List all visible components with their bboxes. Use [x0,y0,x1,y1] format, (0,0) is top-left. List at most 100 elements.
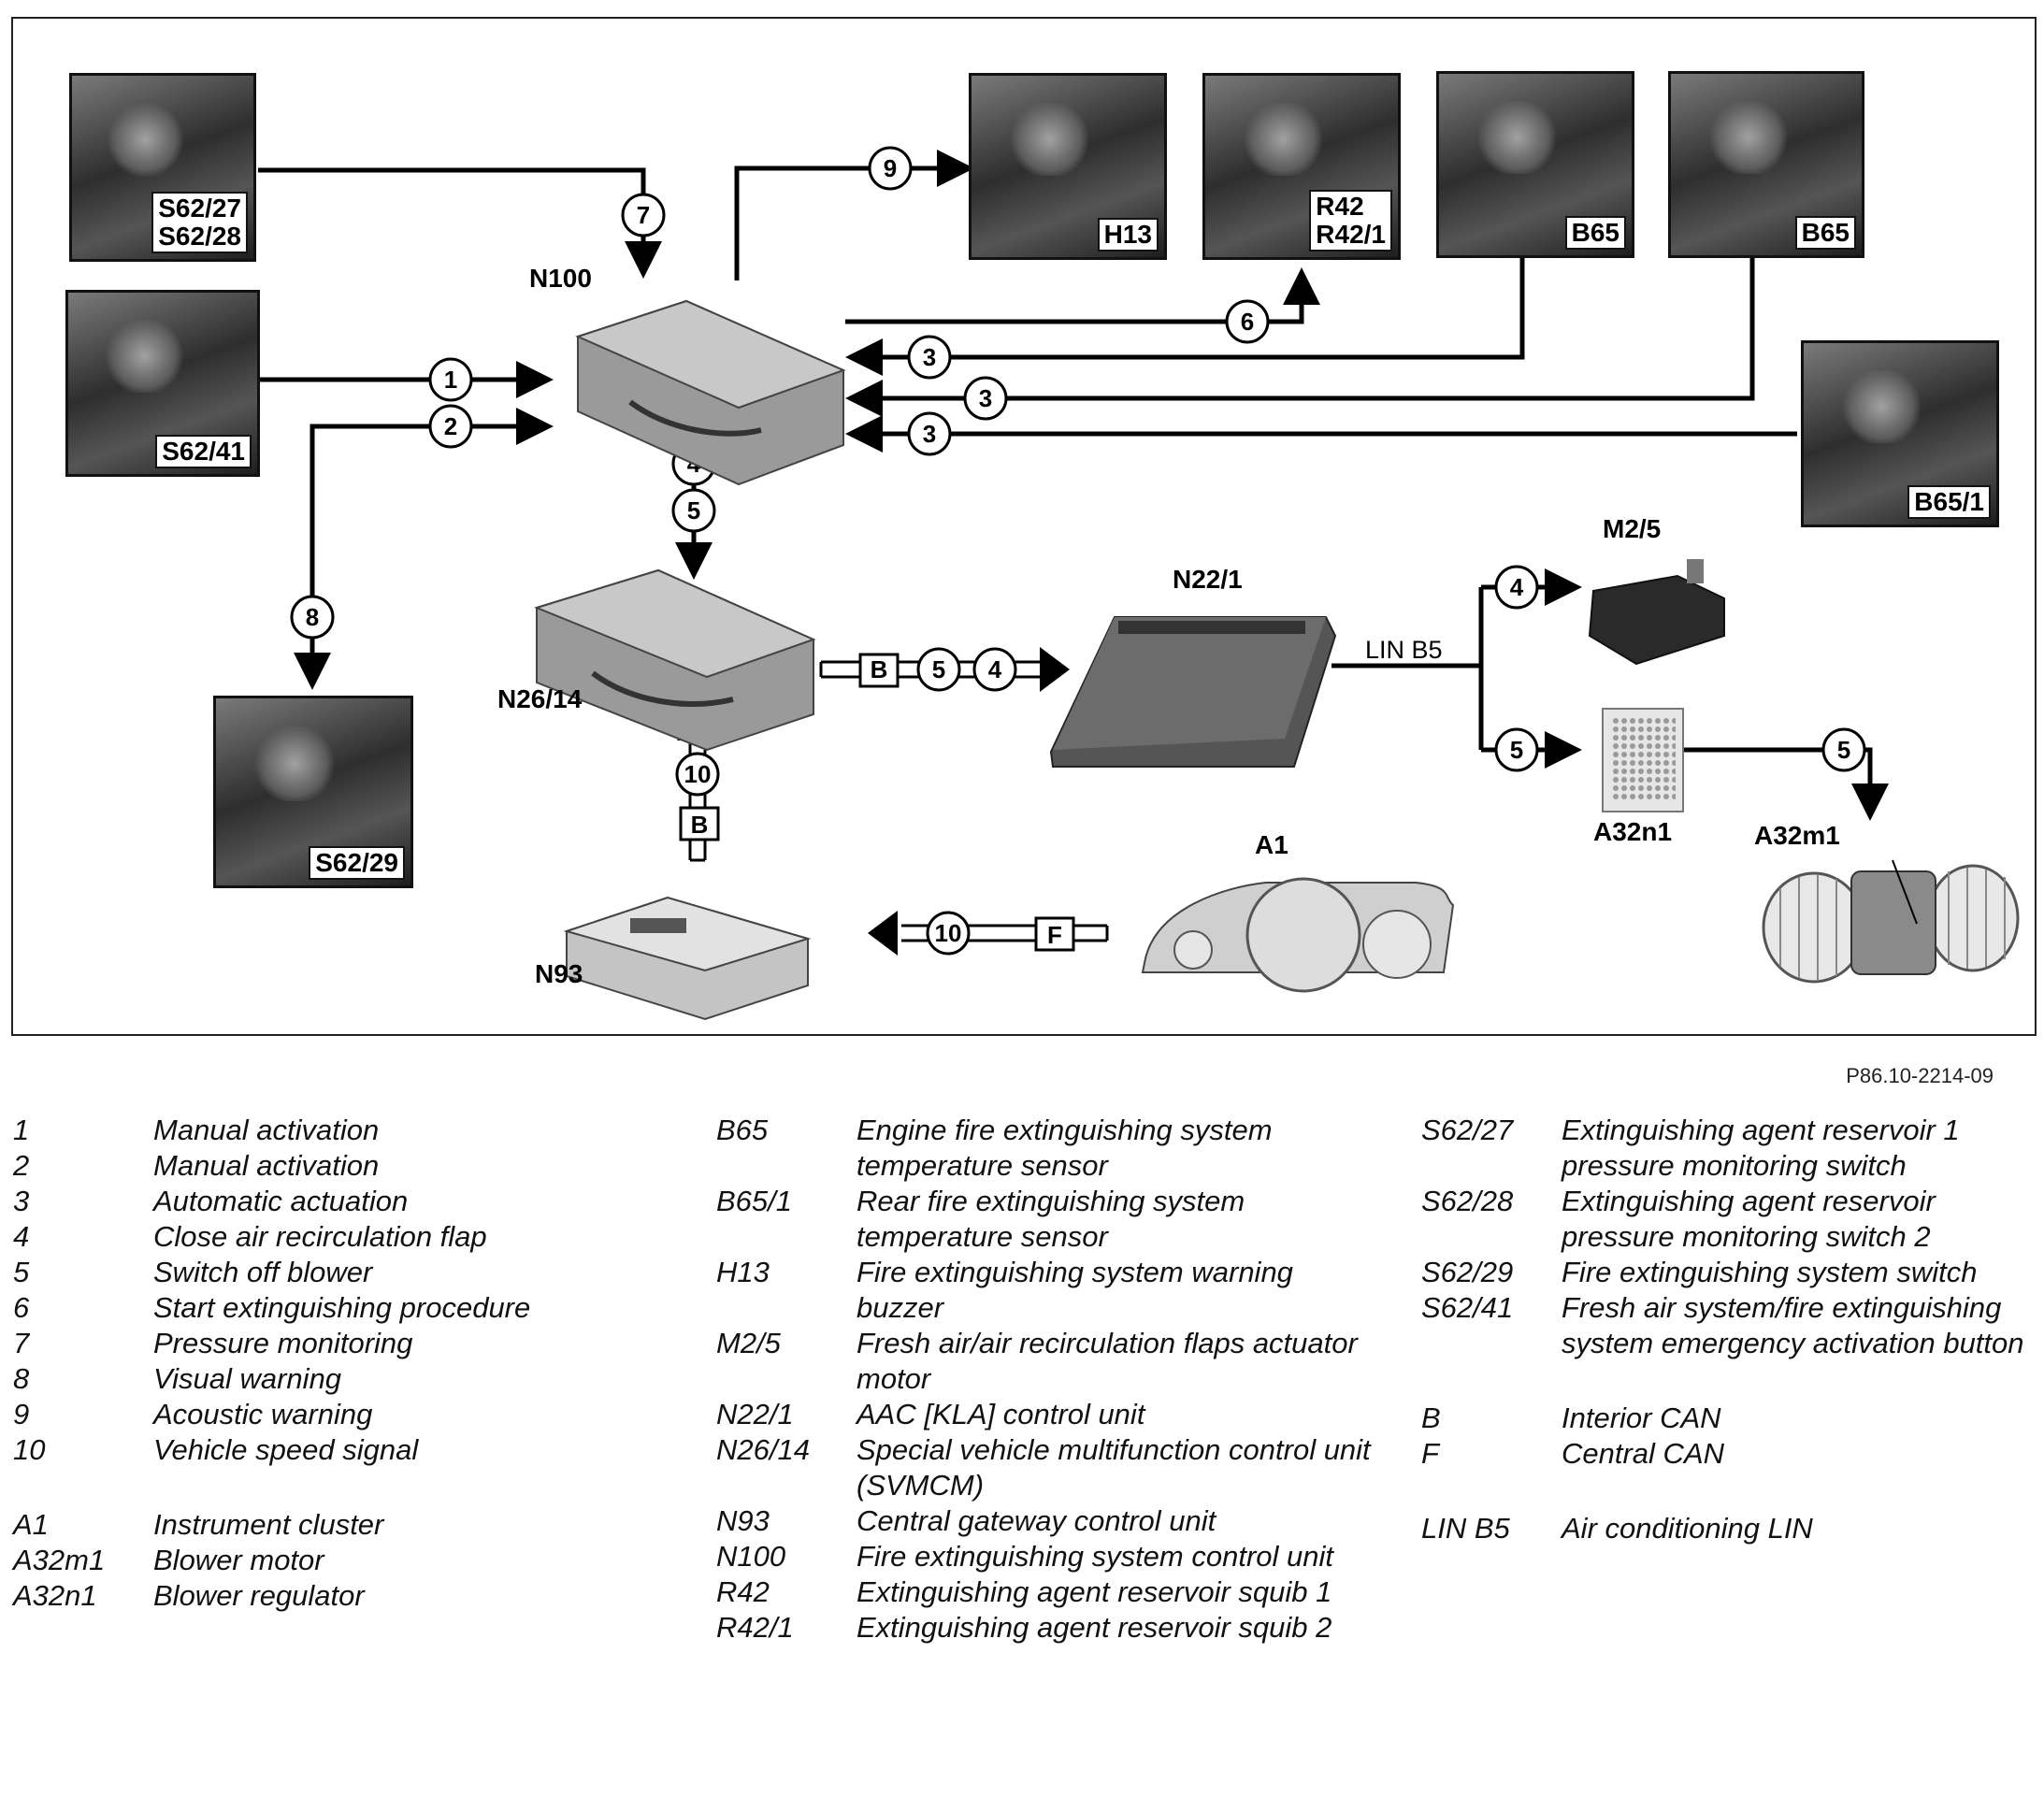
legend-text: Engine fire extinguishing system tempera… [856,1114,1273,1182]
legend-text: Instrument cluster [153,1508,384,1541]
legend-item: S62/28 Extinguishing agent reservoir pres… [1421,1184,2038,1255]
legend-code: S62/28 [1421,1185,1514,1217]
legend-code: 2 [13,1149,30,1182]
bus-b-a: B [871,655,888,683]
n26-14-unit [534,568,816,752]
label-n93: N93 [535,959,583,988]
legend-text: Central gateway control unit [856,1504,1216,1537]
legend-code: LIN B5 [1421,1512,1510,1545]
legend-code: 3 [13,1185,30,1217]
legend-code: H13 [716,1256,770,1288]
marker-4b: 4 [988,655,1002,683]
marker-5c: 5 [1510,736,1523,764]
legend-text: Extinguishing agent reservoir 1 pressure… [1562,1114,1960,1182]
legend-text: Automatic actuation [153,1185,409,1217]
legend-text: AAC [KLA] control unit [856,1398,1145,1430]
legend-item: S62/27 Extinguishing agent reservoir 1 pr… [1421,1113,2038,1184]
legend-text: Vehicle speed signal [153,1433,419,1466]
label-a1: A1 [1255,830,1288,859]
n100-unit [575,299,846,486]
legend-text: Pressure monitoring [153,1327,413,1359]
legend-item: 9 Acoustic warning [13,1397,658,1432]
legend-code: N22/1 [716,1398,794,1430]
legend-text: Blower regulator [153,1579,365,1612]
marker-3a: 3 [923,343,936,371]
legend-code: R42 [716,1575,770,1608]
bus-f: F [1047,921,1062,949]
marker-3b: 3 [979,384,992,412]
marker-5a: 5 [687,496,700,525]
legend-item: N22/1 AAC [KLA] control unit [716,1397,1371,1432]
label-lin-b5: LIN B5 [1365,636,1443,664]
label-n26-14: N26/14 [497,684,583,713]
legend-item: F Central CAN [1421,1436,2038,1472]
legend-code: N93 [716,1504,770,1537]
marker-2: 2 [444,412,457,440]
marker-6: 6 [1241,308,1254,336]
photo-s62-41: S62/41 [65,290,260,477]
legend-text: Manual activation [153,1149,380,1182]
photo-s62-27: S62/27 S62/28 [69,73,256,262]
m2-5-motor [1588,559,1725,666]
legend-code: 9 [13,1398,30,1430]
legend-text: Special vehicle multifunction control un… [856,1433,1371,1502]
marker-4c: 4 [1510,573,1524,601]
marker-1: 1 [444,366,457,394]
legend-item: B65/1 Rear fire extinguishing system temp… [716,1184,1371,1255]
legend-code: 1 [13,1114,30,1146]
n22-1-unit [1049,616,1337,768]
legend-text: Rear fire extinguishing system temperatu… [856,1185,1245,1253]
legend-item: R42 Extinguishing agent reservoir squib 1 [716,1574,1371,1610]
legend-text: Extinguishing agent reservoir pressure m… [1562,1185,1936,1253]
legend-code: S62/27 [1421,1114,1514,1146]
legend-text: Visual warning [153,1362,342,1395]
legend-code: R42/1 [716,1611,794,1644]
photo-b65-b: B65 [1668,71,1864,258]
legend-text: Blower motor [153,1544,324,1576]
marker-7: 7 [637,201,650,229]
wiring-diagram: 7 9 6 3 3 3 1 2 8 4 5 B 5 4 10 B 10 F 4 … [11,17,2037,1036]
legend-code: A32n1 [13,1579,97,1612]
legend-code: 5 [13,1256,30,1288]
legend-item: N93 Central gateway control unit [716,1503,1371,1539]
label-n22-1: N22/1 [1173,565,1243,594]
legend-item: 1 Manual activation [13,1113,658,1148]
legend-code: 7 [13,1327,30,1359]
legend-text: Central CAN [1562,1437,1724,1470]
legend-text: Air conditioning LIN [1562,1512,1813,1545]
legend-text: Acoustic warning [153,1398,373,1430]
marker-8: 8 [306,603,319,631]
legend-code: 8 [13,1362,30,1395]
legend-code: S62/41 [1421,1291,1514,1324]
a1-cluster [1141,877,1455,993]
legend-code: M2/5 [716,1327,781,1359]
a32n1-regulator [1602,708,1684,812]
legend-code: 10 [13,1433,46,1466]
marker-3c: 3 [923,420,936,448]
marker-10b: 10 [935,919,962,947]
legend-item: R42/1 Extinguishing agent reservoir squib… [716,1610,1371,1646]
legend-code: F [1421,1437,1439,1470]
legend-item: 2 Manual activation [13,1148,658,1184]
legend-text: Extinguishing agent reservoir squib 1 [856,1575,1332,1608]
legend-text: Extinguishing agent reservoir squib 2 [856,1611,1332,1644]
legend-code: S62/29 [1421,1256,1514,1288]
n93-unit [563,896,812,1021]
bus-b-b: B [691,811,709,839]
legend-code: B65/1 [716,1185,793,1217]
legend-code: 6 [13,1291,30,1324]
legend-text: Manual activation [153,1114,380,1146]
marker-10a: 10 [684,760,712,788]
